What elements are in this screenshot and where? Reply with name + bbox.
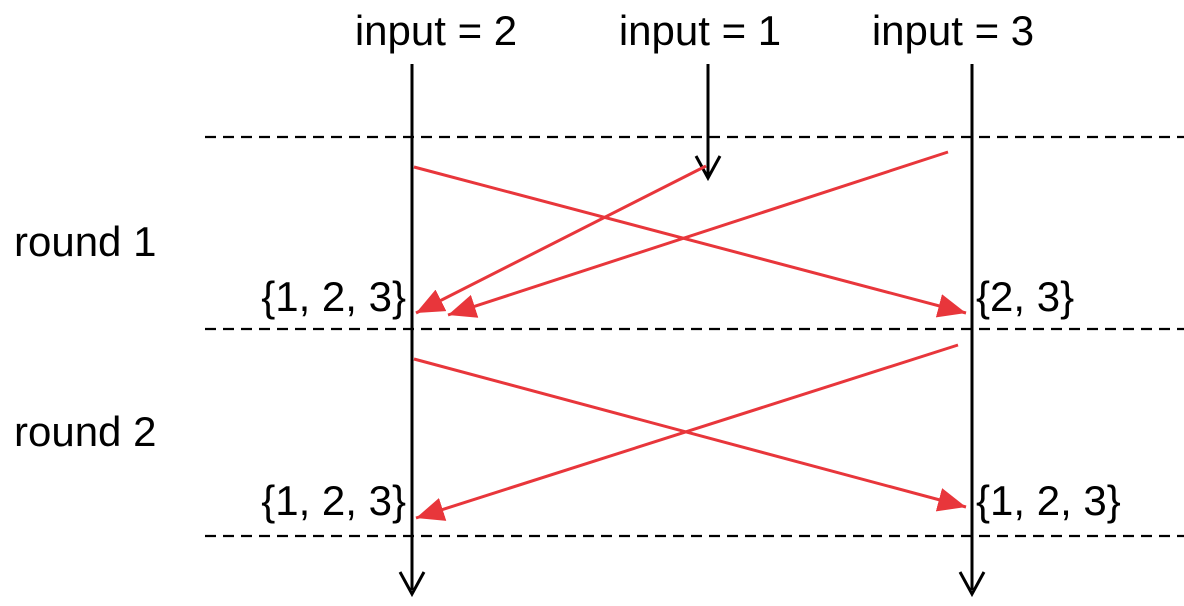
state-set-p3-round1: {2, 3} xyxy=(976,273,1074,320)
input-label-process-1: input = 2 xyxy=(355,7,517,54)
message-arrow-p2-to-p1-round1 xyxy=(415,164,707,315)
round-2-label: round 2 xyxy=(14,408,156,455)
state-set-p1-round1: {1, 2, 3} xyxy=(261,273,406,320)
state-set-p3-round2: {1, 2, 3} xyxy=(976,477,1121,524)
message-arrow-p1-to-p3-round2 xyxy=(413,357,967,512)
input-label-process-2: input = 1 xyxy=(619,7,781,54)
message-arrow-p1-to-p3-round1 xyxy=(413,165,967,318)
round-1-label: round 1 xyxy=(14,218,156,265)
input-label-process-3: input = 3 xyxy=(872,7,1034,54)
timeline-process-2 xyxy=(694,64,722,182)
message-arrow-p3-to-p1-round1 xyxy=(447,150,949,318)
timeline-process-1 xyxy=(398,64,426,598)
message-arrow-p3-to-p1-round2 xyxy=(415,343,959,521)
state-set-p1-round2: {1, 2, 3} xyxy=(261,477,406,524)
timeline-process-3 xyxy=(958,64,986,598)
